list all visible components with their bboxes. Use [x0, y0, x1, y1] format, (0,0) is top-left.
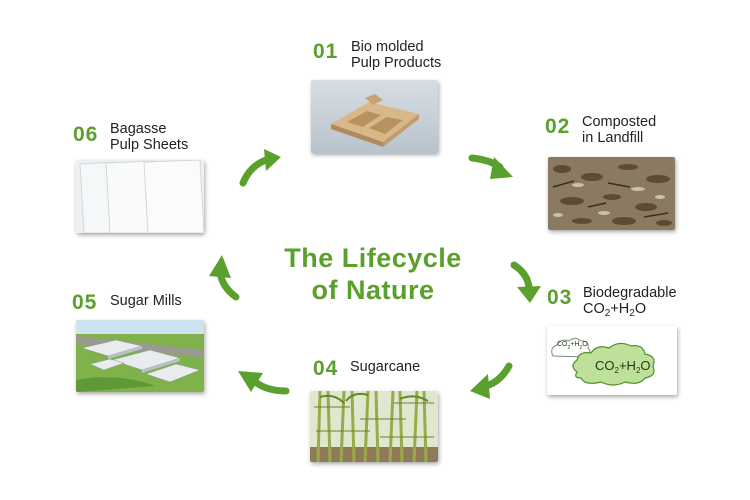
step-03-number: 03	[547, 286, 573, 309]
arrow-03-to-04-icon	[470, 362, 513, 399]
cloud-big-formula: CO2+H2O	[595, 358, 651, 375]
step-02-number: 02	[545, 115, 571, 138]
cloud-small-formula: CO2+H2O	[557, 341, 588, 351]
diagram-title: The Lifecycle of Nature	[250, 242, 496, 306]
step-05-number: 05	[72, 291, 98, 314]
step-01-label: Bio molded Pulp Products	[351, 39, 442, 71]
title-line-2: of Nature	[311, 275, 435, 305]
sugar-mill-image	[76, 320, 204, 392]
pulp-sheets-image	[76, 160, 204, 233]
step-02-label: Composted in Landfill	[582, 114, 657, 146]
compost-image	[548, 157, 675, 230]
sugarcane-field-image	[310, 391, 438, 462]
step-06-label: Bagasse Pulp Sheets	[110, 121, 189, 153]
arrow-04-to-05-icon	[238, 371, 290, 395]
step-03-label: Biodegradable CO2+H2O	[583, 285, 677, 319]
step-06-number: 06	[73, 123, 99, 146]
step-04-number: 04	[313, 357, 339, 380]
arrow-02-to-03-icon	[510, 261, 541, 303]
arrow-01-to-02-icon	[468, 154, 513, 179]
step-03-formula: CO2+H2O	[583, 301, 647, 319]
arrow-05-to-06-icon	[209, 255, 240, 301]
step-05-label: Sugar Mills	[110, 293, 182, 309]
arrow-06-to-01-icon	[239, 149, 281, 187]
step-01-number: 01	[313, 40, 339, 63]
co2-clouds-image: CO2+H2O CO2+H2O	[547, 326, 677, 395]
cloud-icon	[551, 338, 655, 386]
title-line-1: The Lifecycle	[284, 243, 462, 273]
pulp-tray-image	[311, 80, 438, 153]
step-04-label: Sugarcane	[350, 359, 421, 375]
